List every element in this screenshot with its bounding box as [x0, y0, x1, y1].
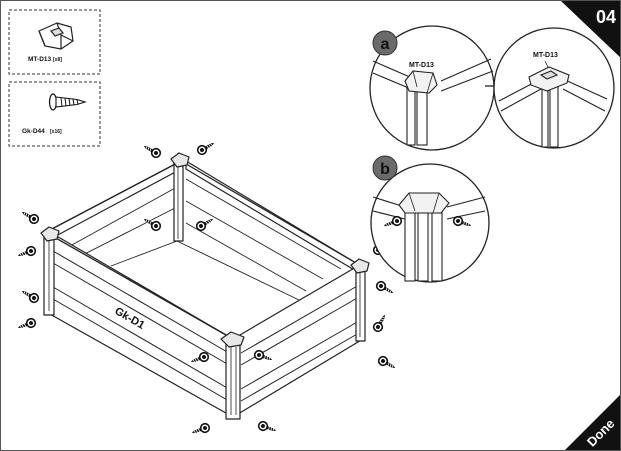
step-badge: 04	[561, 1, 620, 58]
raised-bed-frame	[40, 152, 370, 420]
part-label-mt-d13: MT-D13	[28, 56, 52, 63]
screw-icon	[195, 138, 218, 157]
detail-a-result: MT-D13	[493, 27, 615, 149]
screw-icon	[194, 214, 217, 233]
screw-icon	[48, 93, 87, 111]
screw-icon	[15, 316, 38, 333]
screw-icon	[189, 421, 212, 438]
screw-icon	[18, 286, 41, 305]
part-label-gk-d44: Gk-D44	[22, 128, 45, 135]
part-box-mt-d13: MT-D13 [x8]	[8, 9, 101, 75]
detail-a-result-label: MT-D13	[533, 52, 558, 59]
part-qty-gk-d44: [x16]	[50, 129, 62, 135]
screw-icon	[140, 141, 163, 160]
part-box-gk-d44: Gk-D44 [x16]	[8, 81, 101, 147]
screw-icon	[374, 279, 397, 298]
corner-cap-icon	[38, 22, 74, 50]
detail-a-tag-text: a	[381, 36, 390, 53]
detail-a: MT-D13 a	[369, 25, 495, 151]
screw-icon	[256, 419, 279, 436]
detail-a-label: MT-D13	[409, 62, 434, 69]
screw-icon	[15, 244, 38, 261]
done-badge: Done	[565, 395, 620, 450]
detail-b-tag	[372, 155, 398, 181]
step-number: 04	[596, 7, 616, 27]
screw-icon	[18, 207, 41, 226]
screw-icon	[376, 354, 399, 373]
detail-b: b	[370, 155, 490, 283]
part-qty-mt-d13: [x8]	[53, 57, 62, 63]
detail-a-tag	[372, 30, 398, 56]
detail-b-tag-text: b	[380, 161, 390, 178]
screw-icon	[371, 311, 390, 334]
